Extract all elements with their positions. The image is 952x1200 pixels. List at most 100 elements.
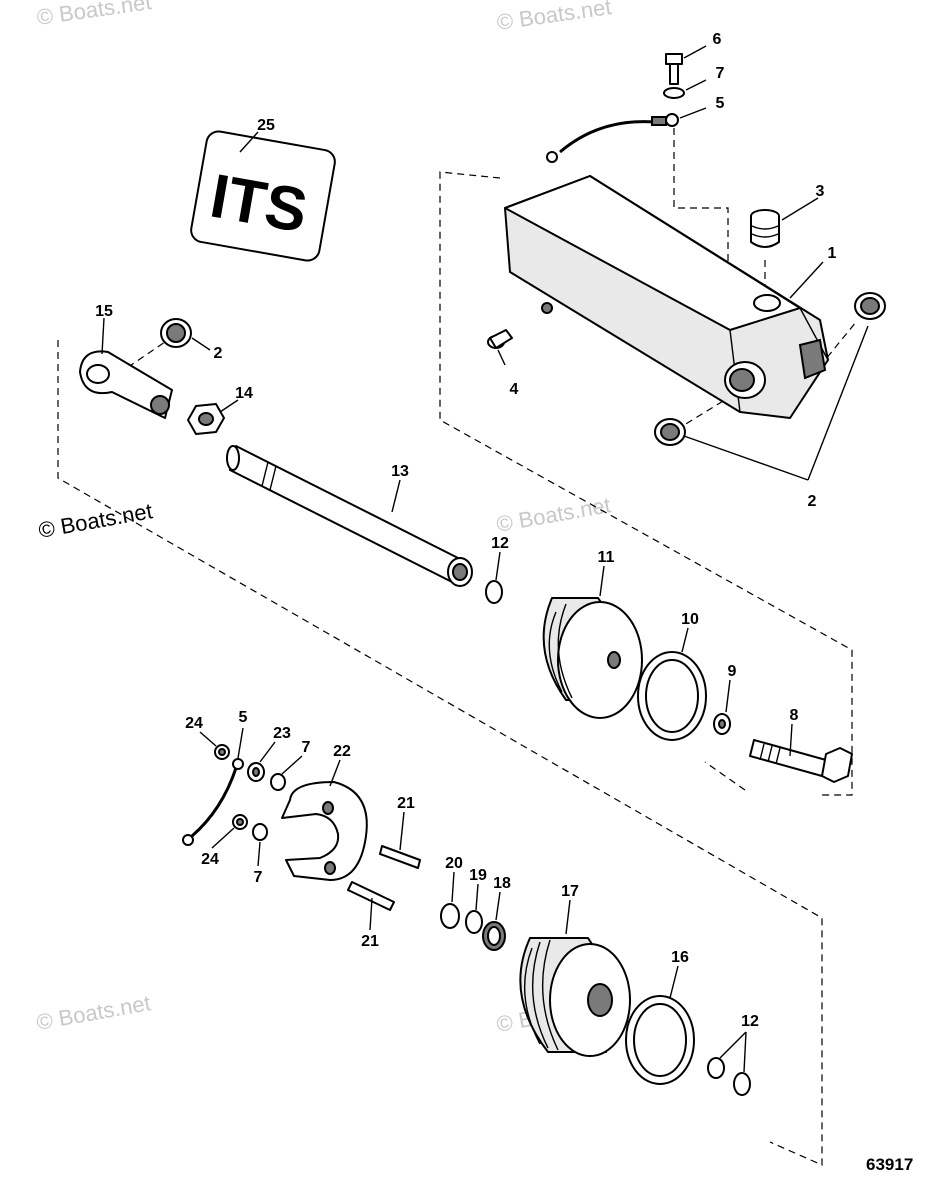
ring-12-lower-a	[707, 1057, 725, 1079]
callout-23: 23	[273, 725, 291, 742]
leader-20	[451, 871, 455, 903]
leader-12	[719, 1031, 747, 1059]
leader-21	[369, 897, 373, 931]
callout-7: 7	[254, 869, 263, 886]
leader-15	[101, 317, 105, 355]
leader-5	[237, 727, 244, 759]
figure-number: 63917	[866, 1155, 913, 1174]
bolt-8	[749, 739, 853, 783]
watermark: © Boats.net	[495, 492, 613, 537]
leader-7	[685, 79, 707, 91]
ground-wire-lower	[182, 758, 244, 846]
callout-18: 18	[493, 875, 511, 892]
ring-18	[482, 921, 506, 951]
leader-22	[329, 759, 341, 787]
assembly-boundary-lower	[57, 340, 823, 1166]
nut	[187, 403, 225, 435]
leader-14	[219, 399, 239, 413]
callout-10: 10	[681, 611, 699, 628]
lockwasher-7-upper	[270, 773, 286, 791]
piston-rod	[226, 445, 473, 587]
ring-12	[485, 580, 503, 604]
washer-9	[713, 713, 731, 735]
callout-8: 8	[790, 707, 799, 724]
callout-21: 21	[361, 933, 379, 950]
leader-17	[565, 899, 571, 935]
leader-11	[599, 565, 605, 597]
leader-8	[789, 723, 793, 757]
callout-21: 21	[397, 795, 415, 812]
callout-22: 22	[333, 743, 351, 760]
ring-19	[465, 910, 483, 934]
callout-15: 15	[95, 303, 113, 320]
callout-4: 4	[510, 381, 519, 398]
callout-19: 19	[469, 867, 487, 884]
leader-18	[495, 891, 501, 921]
leader-12	[743, 1031, 747, 1073]
nut-24-lower	[232, 814, 248, 830]
leader-2	[683, 435, 809, 481]
seal-ring-16	[625, 995, 695, 1085]
bushing-axis	[117, 341, 166, 375]
callout-25: 25	[257, 117, 275, 134]
callout-5: 5	[716, 95, 725, 112]
callout-14: 14	[235, 385, 253, 402]
its-decal-text: ITS	[205, 162, 312, 247]
end-cap	[519, 937, 631, 1057]
bushing-axis-lower	[675, 397, 729, 431]
bracket	[281, 781, 368, 881]
cylinder-housing	[504, 175, 829, 419]
lockwasher-7	[663, 87, 685, 99]
ground-wire	[546, 113, 679, 163]
leader-7	[281, 755, 303, 775]
ring-20	[440, 903, 460, 929]
leader-6	[683, 45, 707, 59]
callout-24: 24	[185, 715, 203, 732]
callout-3: 3	[816, 183, 825, 200]
seal-ring-10	[637, 651, 707, 741]
stud-21-upper	[379, 845, 421, 869]
callout-5: 5	[239, 709, 248, 726]
bushing-lower	[654, 418, 686, 446]
callout-24: 24	[201, 851, 219, 868]
callout-2: 2	[214, 345, 223, 362]
piston	[542, 597, 643, 719]
leader-24	[199, 731, 217, 747]
leader-12	[495, 551, 501, 581]
callout-16: 16	[671, 949, 689, 966]
watermark: © Boats.net	[495, 0, 613, 35]
callout-1: 1	[828, 245, 837, 262]
leader-4	[497, 349, 506, 366]
fitting	[487, 329, 513, 349]
leader-3	[781, 197, 819, 221]
leader-23	[259, 741, 276, 763]
callout-2: 2	[808, 493, 817, 510]
rod-axis	[704, 761, 746, 791]
callout-7: 7	[302, 739, 311, 756]
watermark: © Boats.net	[35, 990, 153, 1035]
leader-25	[239, 131, 259, 153]
plug	[750, 209, 780, 248]
callout-9: 9	[728, 663, 737, 680]
callout-7: 7	[716, 65, 725, 82]
bushing-right	[854, 292, 886, 320]
bushing-left	[160, 318, 192, 348]
ring-12-lower-b	[733, 1072, 751, 1096]
watermark: © Boats.net	[35, 0, 153, 30]
leader-1	[789, 261, 824, 299]
lockwasher-7-lower	[252, 823, 268, 841]
leader-19	[475, 883, 479, 911]
stud-21-lower	[347, 881, 395, 911]
leader-21	[399, 811, 405, 851]
callout-17: 17	[561, 883, 579, 900]
leader-10	[681, 627, 689, 653]
screw-6	[665, 53, 683, 85]
nut-23	[247, 762, 265, 782]
leader-9	[725, 679, 731, 713]
its-decal: ITS	[190, 130, 336, 262]
leader-24	[211, 827, 235, 849]
ground-wire-path	[673, 128, 729, 320]
watermark: © Boats.net	[37, 498, 155, 543]
rod-end	[79, 350, 173, 419]
